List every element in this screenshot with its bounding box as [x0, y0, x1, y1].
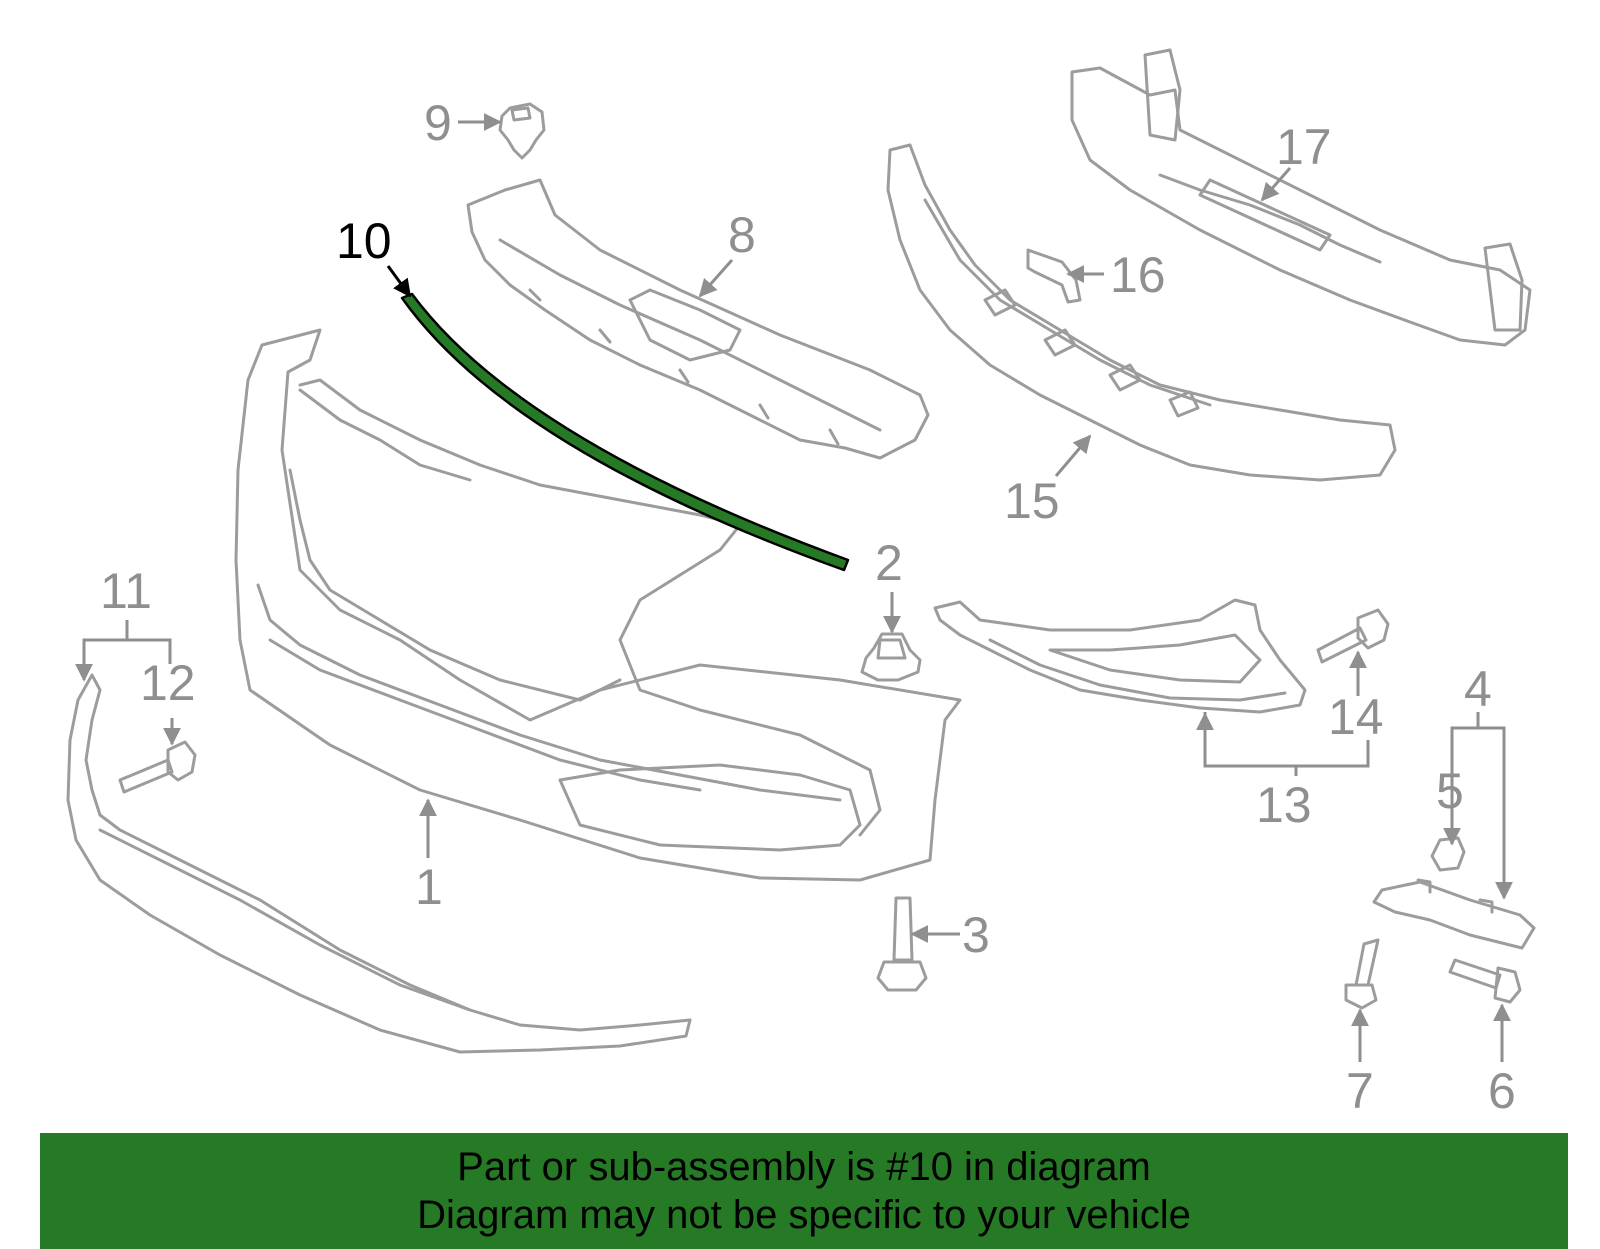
callout-3: 3 — [962, 907, 990, 963]
callout-16: 16 — [1110, 247, 1166, 303]
banner-disclaimer-line: Diagram may not be specific to your vehi… — [417, 1193, 1191, 1237]
callout-4: 4 — [1464, 661, 1492, 717]
bolt-part-14 — [1316, 608, 1390, 664]
bolt-part-6 — [1448, 958, 1522, 1004]
lower-valance-part — [66, 673, 692, 1054]
callout-2: 2 — [875, 535, 903, 591]
callout-7: 7 — [1346, 1063, 1374, 1119]
callout-5: 5 — [1436, 763, 1464, 819]
callout-14: 14 — [1328, 689, 1384, 745]
energy-absorber-part — [886, 143, 1397, 482]
callout-17: 17 — [1276, 119, 1332, 175]
clip-part — [498, 102, 546, 160]
callout-11: 11 — [100, 563, 152, 619]
bolt-part-7 — [1344, 938, 1380, 1010]
nut-part-5 — [1430, 836, 1466, 872]
bolt-part-3 — [876, 896, 928, 992]
callout-13: 13 — [1256, 777, 1312, 833]
reinforcement-beam-part — [1070, 48, 1532, 347]
banner-part-line: Part or sub-assembly is #10 in diagram — [457, 1145, 1151, 1189]
absorber-bracket-part — [1026, 248, 1082, 304]
callout-1: 1 — [415, 859, 443, 915]
leader-lines — [75, 113, 1513, 1062]
callout-6: 6 — [1488, 1063, 1516, 1119]
callout-12: 12 — [140, 655, 196, 711]
bolt-part-12 — [118, 740, 197, 794]
callout-9: 9 — [424, 95, 452, 151]
upper-support-panel-part — [466, 178, 930, 460]
side-bracket-part — [1372, 878, 1536, 950]
callout-15: 15 — [1004, 473, 1060, 529]
callout-10-highlighted: 10 — [336, 213, 392, 269]
retainer-part — [860, 632, 922, 682]
seal-strip-part-highlighted — [400, 292, 850, 572]
fog-lamp-bezel-part — [933, 598, 1307, 714]
callout-labels: 1 2 3 4 5 6 7 8 9 10 11 12 13 14 15 16 1… — [100, 95, 1516, 1119]
bumper-cover-part — [234, 328, 962, 882]
part-info-banner: Part or sub-assembly is #10 in diagram D… — [40, 1133, 1568, 1249]
callout-8: 8 — [728, 207, 756, 263]
